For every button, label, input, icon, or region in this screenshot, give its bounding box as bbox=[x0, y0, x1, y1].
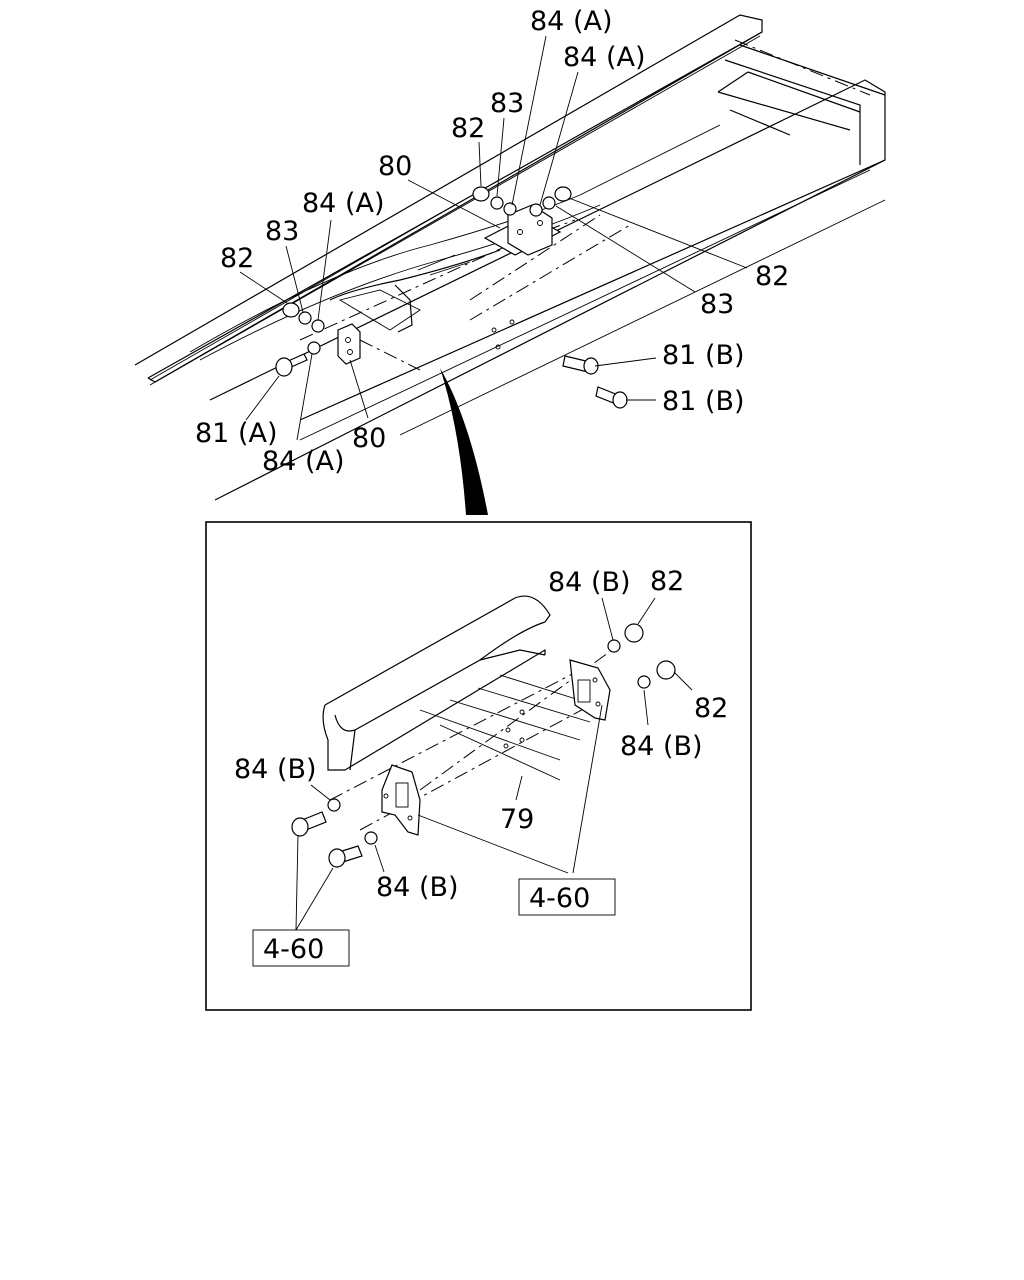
detail-member bbox=[322, 595, 613, 831]
label-84b-top: 84 (B) bbox=[548, 567, 631, 598]
label-82-detail-right: 82 bbox=[694, 693, 728, 724]
detail-leaders bbox=[295, 597, 693, 931]
label-83-right: 83 bbox=[700, 289, 734, 320]
reference-box-left[interactable]: 4-60 bbox=[252, 929, 350, 967]
upper-fasteners bbox=[275, 186, 628, 409]
upper-leaders bbox=[239, 35, 748, 441]
label-84b-right: 84 (B) bbox=[620, 731, 703, 762]
label-83-top: 83 bbox=[490, 88, 524, 119]
detail-labels: 84 (B) 82 82 84 (B) 84 (B) 79 84 (B) bbox=[234, 566, 728, 903]
label-84a-top: 84 (A) bbox=[530, 6, 612, 37]
label-84a-left: 84 (A) bbox=[302, 188, 384, 219]
label-82-detail-top: 82 bbox=[650, 566, 684, 597]
label-82-left: 82 bbox=[220, 243, 254, 274]
label-80-top: 80 bbox=[378, 151, 412, 182]
reference-label-left: 4-60 bbox=[263, 934, 324, 965]
label-84a-top-second: 84 (A) bbox=[563, 42, 645, 73]
reference-box-right[interactable]: 4-60 bbox=[518, 878, 616, 916]
label-82-top: 82 bbox=[451, 113, 485, 144]
lower-bracket-80 bbox=[337, 323, 361, 365]
label-81b-upper: 81 (B) bbox=[662, 340, 745, 371]
chassis-frame bbox=[134, 14, 886, 501]
label-84b-left: 84 (B) bbox=[234, 754, 317, 785]
label-81a: 81 (A) bbox=[195, 418, 277, 449]
reference-label-right: 4-60 bbox=[529, 883, 590, 914]
label-82-right: 82 bbox=[755, 261, 789, 292]
upper-bracket-80 bbox=[483, 204, 562, 256]
label-80-bottom: 80 bbox=[352, 423, 386, 454]
detail-bracket-left bbox=[381, 764, 421, 836]
detail-callout-arrow bbox=[440, 368, 488, 515]
label-84a-bottom: 84 (A) bbox=[262, 446, 344, 477]
detail-view-frame bbox=[205, 521, 752, 1011]
detail-fasteners bbox=[291, 623, 676, 868]
label-84b-bottom: 84 (B) bbox=[376, 872, 459, 903]
upper-labels: 84 (A) 84 (A) 83 82 80 84 (A) 83 82 82 8… bbox=[195, 6, 789, 477]
label-83-left: 83 bbox=[265, 216, 299, 247]
detail-bracket-right bbox=[569, 659, 611, 721]
label-81b-lower: 81 (B) bbox=[662, 386, 745, 417]
label-79: 79 bbox=[500, 804, 534, 835]
